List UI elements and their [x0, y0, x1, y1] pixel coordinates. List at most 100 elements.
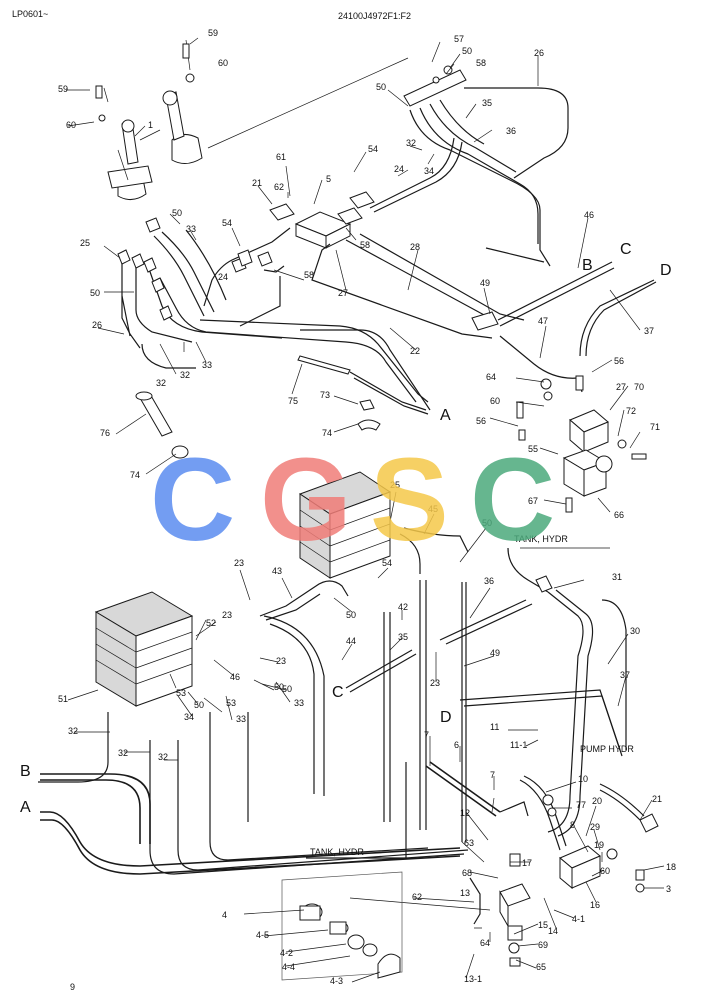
- callout-number: 20: [592, 796, 602, 806]
- callout-number: 54: [222, 218, 232, 228]
- callout-number: 59: [58, 84, 68, 94]
- right-side-pipes: [459, 547, 627, 837]
- route-label-b-lower: B: [20, 763, 31, 780]
- callout-number: 3: [666, 884, 671, 894]
- callout-number: 18: [666, 862, 676, 872]
- callout-number: 60: [600, 866, 610, 876]
- callout-number: 58: [304, 270, 314, 280]
- callout-number: 32: [158, 752, 168, 762]
- watermark-letter-4: C: [470, 434, 555, 566]
- callout-number: 30: [630, 626, 640, 636]
- callout-number: 58: [360, 240, 370, 250]
- note-tank-hydr-top: TANK, HYDR: [514, 534, 568, 544]
- callout-number: 70: [634, 382, 644, 392]
- callout-number: 77: [576, 800, 586, 810]
- callout-number: 27: [616, 382, 626, 392]
- callout-number: 31: [612, 572, 622, 582]
- header-drawing-number: 24100J4972F1:F2: [338, 11, 411, 21]
- callout-number: 35: [482, 98, 492, 108]
- callout-number: 57: [454, 34, 464, 44]
- callout-number: 25: [390, 480, 400, 490]
- callout-number: 33: [236, 714, 246, 724]
- upper-right-pilot-lines: [207, 57, 569, 267]
- callout-number: 8: [570, 820, 575, 830]
- callout-number: 15: [538, 920, 548, 930]
- callout-number: 17: [522, 858, 532, 868]
- route-label-c-lower: C: [332, 684, 344, 701]
- callout-number: 49: [490, 648, 500, 658]
- callout-number: 4-2: [280, 948, 293, 958]
- callout-number: 54: [368, 144, 378, 154]
- left-manifold-lines: [117, 217, 525, 411]
- clamp-parts: [135, 355, 429, 459]
- route-label-d-upper: D: [660, 262, 672, 279]
- callout-number: 23: [234, 558, 244, 568]
- callout-number: 68: [462, 868, 472, 878]
- callout-number: 14: [548, 926, 558, 936]
- lines-c-d-upper: [497, 261, 657, 393]
- watermark-letter-3: S: [370, 434, 449, 566]
- watermark: C G S C: [150, 434, 555, 566]
- callout-number: 26: [534, 48, 544, 58]
- callout-number: 59: [208, 28, 218, 38]
- callout-number: 24: [394, 164, 404, 174]
- callout-number: 12: [460, 808, 470, 818]
- callout-number: 9: [70, 982, 75, 992]
- callout-number: 74: [130, 470, 140, 480]
- callout-number: 66: [614, 510, 624, 520]
- callout-number: 62: [274, 182, 284, 192]
- callout-number: 22: [410, 346, 420, 356]
- callout-number: 29: [590, 822, 600, 832]
- callout-number: 36: [506, 126, 516, 136]
- detail-inset-4: [281, 871, 403, 981]
- valve-assembly-66: [516, 375, 647, 513]
- note-pump-hydr: PUMP HYDR: [580, 744, 634, 754]
- callout-number: 4-3: [330, 976, 343, 986]
- route-label-a-upper: A: [440, 407, 451, 424]
- callout-number: 50: [172, 208, 182, 218]
- callout-number: 23: [276, 656, 286, 666]
- callout-number: 49: [480, 278, 490, 288]
- callout-number: 58: [476, 58, 486, 68]
- callout-number: 73: [320, 390, 330, 400]
- callout-number: 32: [180, 370, 190, 380]
- callout-number: 53: [176, 688, 186, 698]
- callout-number: 24: [218, 272, 228, 282]
- callout-number: 56: [614, 356, 624, 366]
- callout-number: 50: [482, 518, 492, 528]
- callout-number: 50: [194, 700, 204, 710]
- callout-number: 53: [226, 698, 236, 708]
- callout-number: 54: [382, 558, 392, 568]
- callout-number: 37: [644, 326, 654, 336]
- callout-number: 32: [156, 378, 166, 388]
- callout-number: 44: [346, 636, 356, 646]
- callout-number: 55: [528, 444, 538, 454]
- callout-number: 5: [326, 174, 331, 184]
- callout-number: 76: [100, 428, 110, 438]
- callout-number: 35: [398, 632, 408, 642]
- callout-number: 4: [222, 910, 227, 920]
- main-control-valve-upper: [298, 471, 469, 579]
- watermark-letter-1: C: [150, 434, 235, 566]
- callout-number: 72: [626, 406, 636, 416]
- callout-number: 1: [148, 120, 153, 130]
- callout-number: 50: [282, 684, 292, 694]
- callout-number: 34: [184, 712, 194, 722]
- callout-number: 28: [410, 242, 420, 252]
- callout-number: 36: [484, 576, 494, 586]
- callout-number: 21: [252, 178, 262, 188]
- callout-number: 32: [118, 748, 128, 758]
- callout-number: 23: [430, 678, 440, 688]
- callout-number: 33: [294, 698, 304, 708]
- note-tank-hydr-bottom: TANK, HYDR: [310, 847, 364, 857]
- callout-number: 46: [230, 672, 240, 682]
- callout-number: 60: [490, 396, 500, 406]
- route-label-a-lower: A: [20, 799, 31, 816]
- long-lines-a-b: [40, 773, 461, 875]
- callout-number: 43: [272, 566, 282, 576]
- callout-number: 13: [460, 888, 470, 898]
- route-label-c-upper: C: [620, 241, 632, 258]
- callout-number: 56: [476, 416, 486, 426]
- callout-number: 11: [490, 722, 499, 732]
